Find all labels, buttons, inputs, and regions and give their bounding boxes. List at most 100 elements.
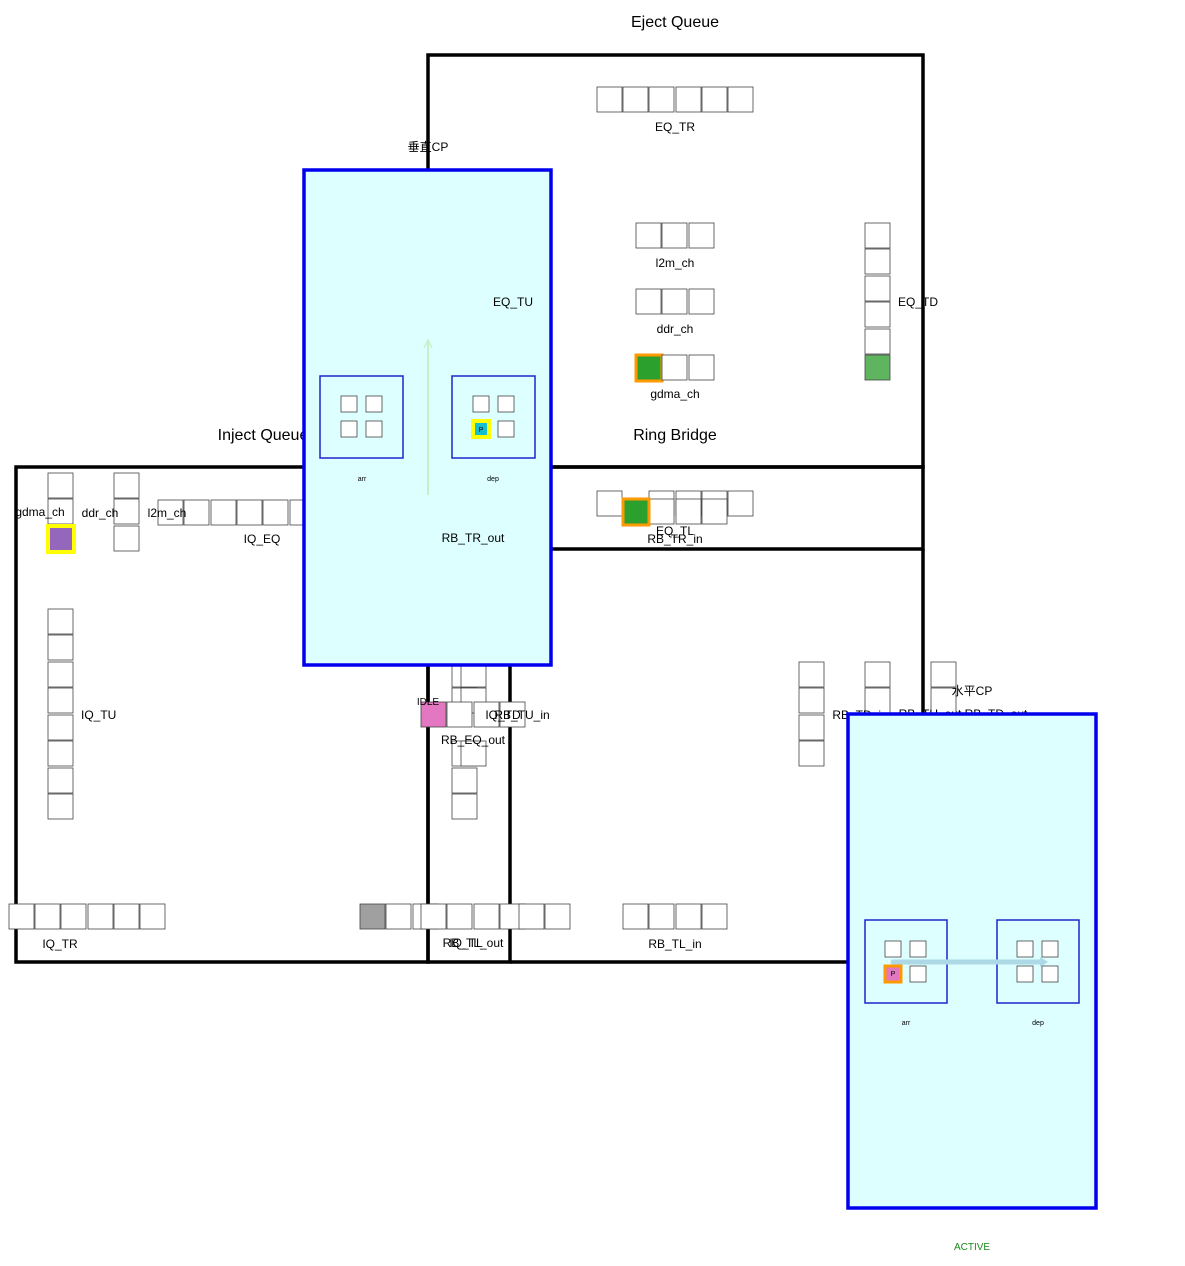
- eq-tl-queue: [621, 497, 728, 527]
- rb-tu-out-queue: [864, 661, 891, 714]
- queue-slot: [661, 222, 688, 249]
- cp-slot: [472, 395, 490, 413]
- cp-slot: [340, 420, 358, 438]
- flit-pink: [883, 964, 903, 984]
- queue-slot: [420, 903, 447, 930]
- dep-slot-box: [451, 375, 536, 459]
- queue-slot: [622, 86, 649, 113]
- queue-slot: [460, 740, 487, 767]
- queue-slot: [183, 499, 210, 526]
- eq-td-label: EQ_TD: [898, 295, 938, 309]
- queue-slot: [864, 248, 891, 275]
- queue-slot: [798, 661, 825, 688]
- cp-slot: [1041, 940, 1059, 958]
- rb-eq-out-label: RB_EQ_out: [441, 733, 506, 747]
- queue-slot: [864, 301, 891, 328]
- flit-light-green: [864, 354, 891, 381]
- queue-slot: [499, 701, 526, 728]
- eq-l2m-ch-label: l2m_ch: [656, 256, 695, 270]
- queue-slot: [236, 499, 263, 526]
- flit-p-label: P: [479, 427, 484, 434]
- queue-slot: [798, 714, 825, 741]
- eq-tl-label: EQ_TL: [656, 524, 694, 538]
- arr-label: arr: [358, 476, 367, 483]
- cp-slot: [1016, 940, 1034, 958]
- eq-tr-label: EQ_TR: [655, 120, 695, 134]
- queue-slot: [8, 903, 35, 930]
- flit-purple: [46, 524, 76, 554]
- queue-slot: [701, 498, 728, 525]
- eq-tr-queue: [596, 86, 754, 113]
- eject-queue-title: Eject Queue: [631, 14, 719, 31]
- iq-ddr-ch-label: ddr_ch: [82, 506, 119, 520]
- vertical-cp: arr P dep: [302, 168, 553, 667]
- queue-slot: [727, 490, 754, 517]
- queue-slot: [648, 903, 675, 930]
- eq-l2m-ch-queue: [635, 222, 715, 249]
- flit-pink: [420, 701, 447, 728]
- queue-slot: [113, 903, 140, 930]
- eq-ddr-ch-queue: [635, 288, 715, 315]
- arrow-head-icon: [1040, 957, 1048, 967]
- queue-slot: [701, 86, 728, 113]
- cp-slot: [1041, 965, 1059, 983]
- queue-slot: [47, 767, 74, 794]
- queue-slot: [47, 740, 74, 767]
- iq-tl-label: IQ_TL: [449, 936, 483, 950]
- queue-slot: [648, 86, 675, 113]
- queue-slot: [864, 328, 891, 355]
- queue-slot: [451, 767, 478, 794]
- inject-queue-title: Inject Queue: [218, 427, 309, 444]
- flit-green: [621, 497, 651, 527]
- iq-gdma-ch-queue: [46, 472, 76, 554]
- flit-cyan: [471, 419, 491, 439]
- queue-slot: [675, 498, 702, 525]
- rb-td-out-queue: [930, 661, 957, 714]
- queue-slot: [113, 525, 140, 552]
- queue-slot: [47, 793, 74, 820]
- cp-slot: [497, 420, 515, 438]
- rb-tr-in-queue: [596, 490, 754, 517]
- queue-slot: [60, 903, 87, 930]
- idle-label: IDLE: [417, 697, 440, 708]
- queue-slot: [47, 472, 74, 499]
- rb-tr-out-label: RB_TR_out: [442, 531, 505, 545]
- iq-tr-label: IQ_TR: [42, 937, 78, 951]
- vertical-cp-label: 垂直CP: [408, 140, 449, 154]
- queue-slot: [47, 608, 74, 635]
- horizontal-cp-label: 水平CP: [952, 684, 993, 698]
- status-label: ACTIVE: [954, 1242, 990, 1253]
- queue-slot: [157, 499, 184, 526]
- eq-tu-label: EQ_TU: [493, 295, 533, 309]
- queue-slot: [688, 354, 715, 381]
- iq-td-queue: [420, 701, 526, 728]
- queue-slot: [473, 903, 500, 930]
- arr-slot-box: [319, 375, 404, 459]
- queue-slot: [798, 740, 825, 767]
- cp-slot: [884, 940, 902, 958]
- iq-tr-queue: [8, 903, 166, 930]
- arrow-head-icon: [423, 338, 433, 349]
- dep-label: dep: [487, 476, 499, 483]
- rb-tr-in-label: RB_TR_in: [647, 532, 702, 546]
- iq-gdma-ch-label: gdma_ch: [15, 505, 64, 519]
- queue-slot: [451, 793, 478, 820]
- queue-slot: [675, 86, 702, 113]
- arr-label: arr: [902, 1020, 911, 1027]
- queue-slot: [47, 714, 74, 741]
- queue-slot: [34, 903, 61, 930]
- queue-slot: [864, 661, 891, 688]
- queue-slot: [622, 903, 649, 930]
- queue-slot: [930, 661, 957, 688]
- queue-slot: [139, 903, 166, 930]
- queue-slot: [47, 661, 74, 688]
- queue-slot: [113, 498, 140, 525]
- eq-gdma-ch-label: gdma_ch: [650, 387, 699, 401]
- flit-gray: [359, 903, 386, 930]
- iq-tu-label: IQ_TU: [81, 708, 116, 722]
- queue-slot: [87, 903, 114, 930]
- cp-slot: [1016, 965, 1034, 983]
- rb-tl-in-label: RB_TL_in: [648, 937, 701, 951]
- queue-slot: [210, 499, 237, 526]
- rb-tl-in-queue: [622, 903, 728, 930]
